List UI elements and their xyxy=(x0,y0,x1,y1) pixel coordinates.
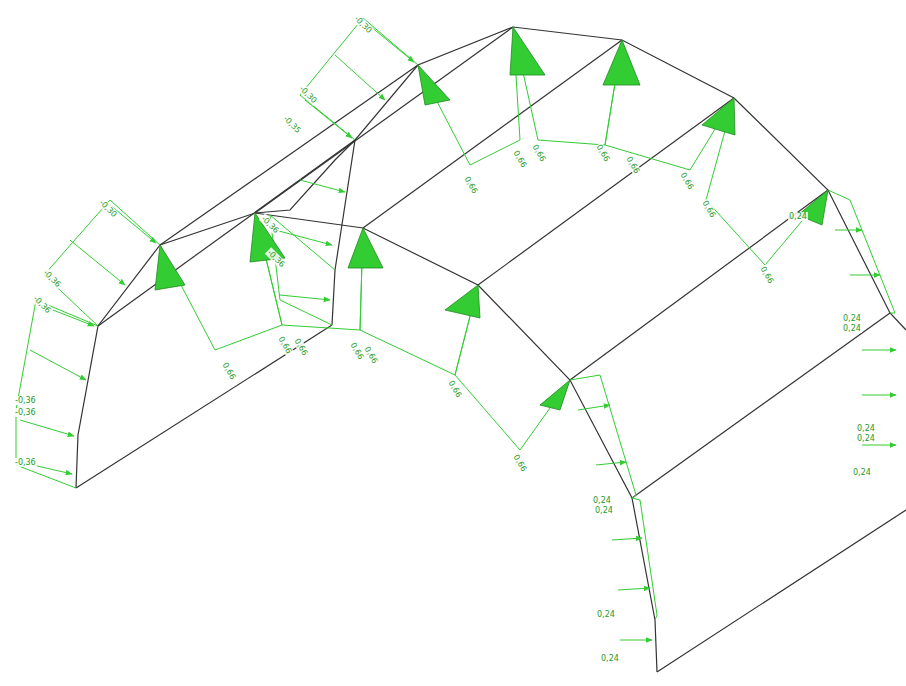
load-value: 0,66 xyxy=(758,264,776,286)
load-value: 0,66 xyxy=(530,142,548,164)
load-value: 0,66 xyxy=(624,154,642,176)
load-value: 0,24 xyxy=(788,212,808,221)
load-value: 0,66 xyxy=(511,148,529,170)
load-value: 0,24 xyxy=(842,314,862,323)
load-value: 0,66 xyxy=(462,174,480,196)
load-value: 0,24 xyxy=(594,506,614,515)
load-value: 0,24 xyxy=(856,434,876,443)
load-value: 0,66 xyxy=(220,360,238,382)
load-value: 0,66 xyxy=(594,142,612,164)
load-value: 0,66 xyxy=(511,452,529,474)
load-value: -0,36 xyxy=(41,267,63,289)
load-value: -0,36 xyxy=(14,408,37,417)
load-value: 0,66 xyxy=(292,336,310,358)
load-value: -0,36 xyxy=(14,458,37,467)
load-value: 0,66 xyxy=(678,170,696,192)
load-value: -0,36 xyxy=(14,396,37,405)
load-value: 0,66 xyxy=(700,198,718,220)
load-value: 0,24 xyxy=(596,610,616,619)
load-value: 0,24 xyxy=(852,468,872,477)
load-value: 0,24 xyxy=(842,324,862,333)
load-value: 0,66 xyxy=(276,334,294,356)
load-value: 0,24 xyxy=(592,496,612,505)
load-value: -0,35 xyxy=(281,113,303,135)
load-value: -0,30 xyxy=(97,197,119,219)
load-value: 0,24 xyxy=(600,654,620,663)
load-value: 0,24 xyxy=(856,424,876,433)
